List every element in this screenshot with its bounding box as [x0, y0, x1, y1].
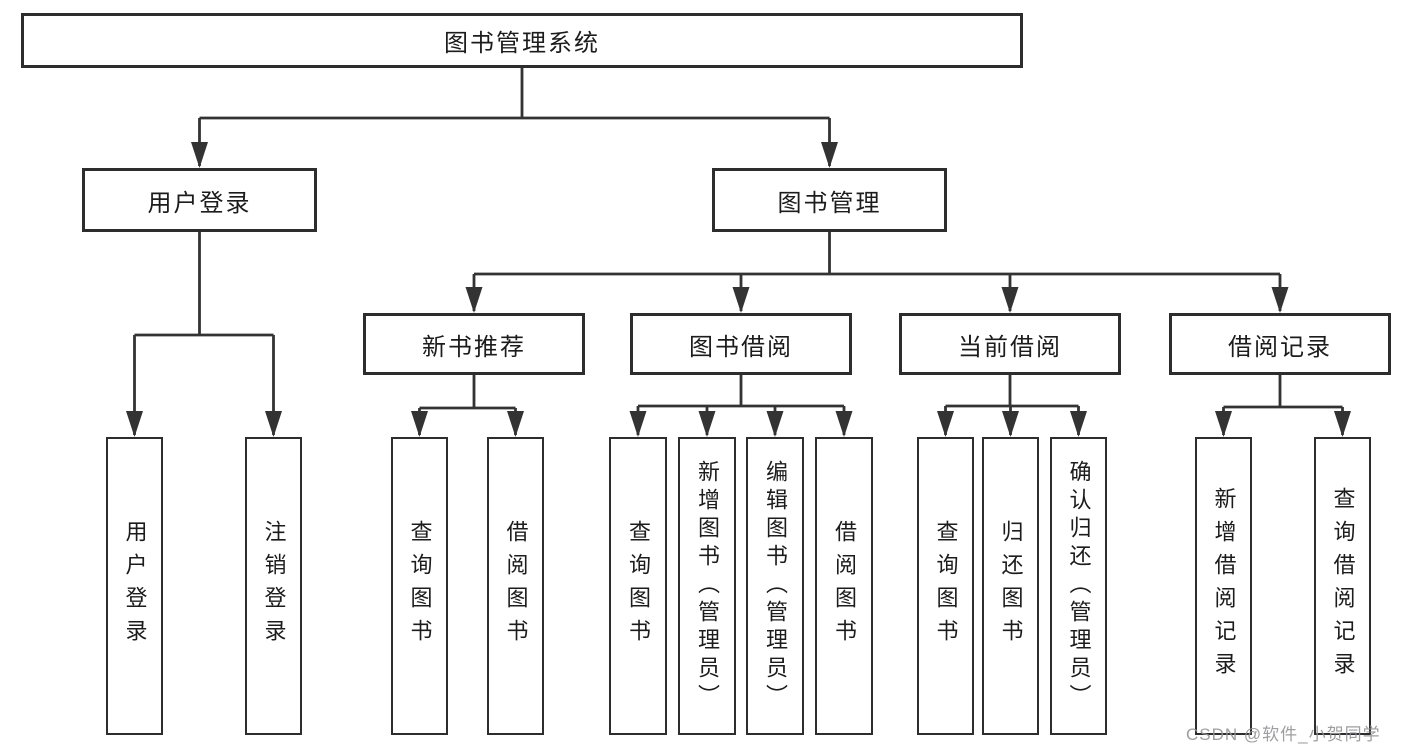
- connector-book-management: [472, 232, 1282, 311]
- leaf-logout-label: 注销登录: [261, 520, 287, 652]
- connector-root: [198, 68, 831, 166]
- node-new-book-recommend: 新书推荐: [363, 313, 585, 375]
- leaf-query-book-3: 查询图书: [917, 437, 974, 735]
- node-new-book-recommend-label: 新书推荐: [422, 333, 526, 361]
- leaf-edit-book-admin: 编辑图书（管理员）: [746, 437, 804, 735]
- node-borrow-record: 借阅记录: [1169, 313, 1391, 375]
- leaf-return-book: 归还图书: [982, 437, 1039, 735]
- leaf-edit-book-admin-label: 编辑图书（管理员）: [763, 460, 788, 712]
- leaf-confirm-return-admin-label: 确认归还（管理员）: [1066, 460, 1092, 712]
- leaf-borrow-book-2-label: 借阅图书: [832, 520, 857, 652]
- leaf-query-borrow-record: 查询借阅记录: [1314, 437, 1371, 735]
- leaf-query-book-1: 查询图书: [391, 437, 448, 735]
- node-book-management: 图书管理: [712, 168, 947, 232]
- leaf-query-book-1-label: 查询图书: [407, 520, 433, 652]
- node-current-borrow: 当前借阅: [899, 313, 1121, 375]
- node-root: 图书管理系统: [21, 13, 1023, 68]
- leaf-add-book-admin-label: 新增图书（管理员）: [695, 460, 720, 712]
- node-book-management-label: 图书管理: [777, 189, 882, 217]
- connector-new-book: [418, 375, 517, 435]
- leaf-query-borrow-record-label: 查询借阅记录: [1330, 487, 1356, 685]
- leaf-query-book-3-label: 查询图书: [933, 520, 959, 652]
- connector-user-login: [133, 232, 275, 435]
- node-book-borrow-label: 图书借阅: [689, 333, 793, 361]
- connector-book-borrow: [636, 375, 846, 435]
- leaf-user-login-label: 用户登录: [122, 520, 148, 652]
- leaf-borrow-book-1: 借阅图书: [487, 437, 544, 735]
- leaf-user-login: 用户登录: [106, 437, 163, 735]
- leaf-add-book-admin: 新增图书（管理员）: [678, 437, 736, 735]
- leaf-query-book-2: 查询图书: [609, 437, 667, 735]
- leaf-confirm-return-admin: 确认归还（管理员）: [1050, 437, 1107, 735]
- leaf-logout: 注销登录: [245, 437, 302, 735]
- leaf-query-book-2-label: 查询图书: [626, 520, 651, 652]
- leaf-add-borrow-record: 新增借阅记录: [1195, 437, 1252, 735]
- node-user-login-label: 用户登录: [147, 189, 252, 217]
- leaf-borrow-book-1-label: 借阅图书: [503, 520, 529, 652]
- connector-borrow-record: [1222, 375, 1344, 435]
- node-borrow-record-label: 借阅记录: [1228, 333, 1332, 361]
- leaf-borrow-book-2: 借阅图书: [815, 437, 873, 735]
- node-current-borrow-label: 当前借阅: [958, 333, 1062, 361]
- csdn-watermark: CSDN @软件_小贺同学: [1186, 725, 1381, 744]
- node-root-label: 图书管理系统: [444, 30, 600, 57]
- leaf-add-borrow-record-label: 新增借阅记录: [1211, 487, 1237, 685]
- leaf-return-book-label: 归还图书: [998, 520, 1024, 652]
- node-book-borrow: 图书借阅: [630, 313, 852, 375]
- node-user-login: 用户登录: [82, 168, 317, 232]
